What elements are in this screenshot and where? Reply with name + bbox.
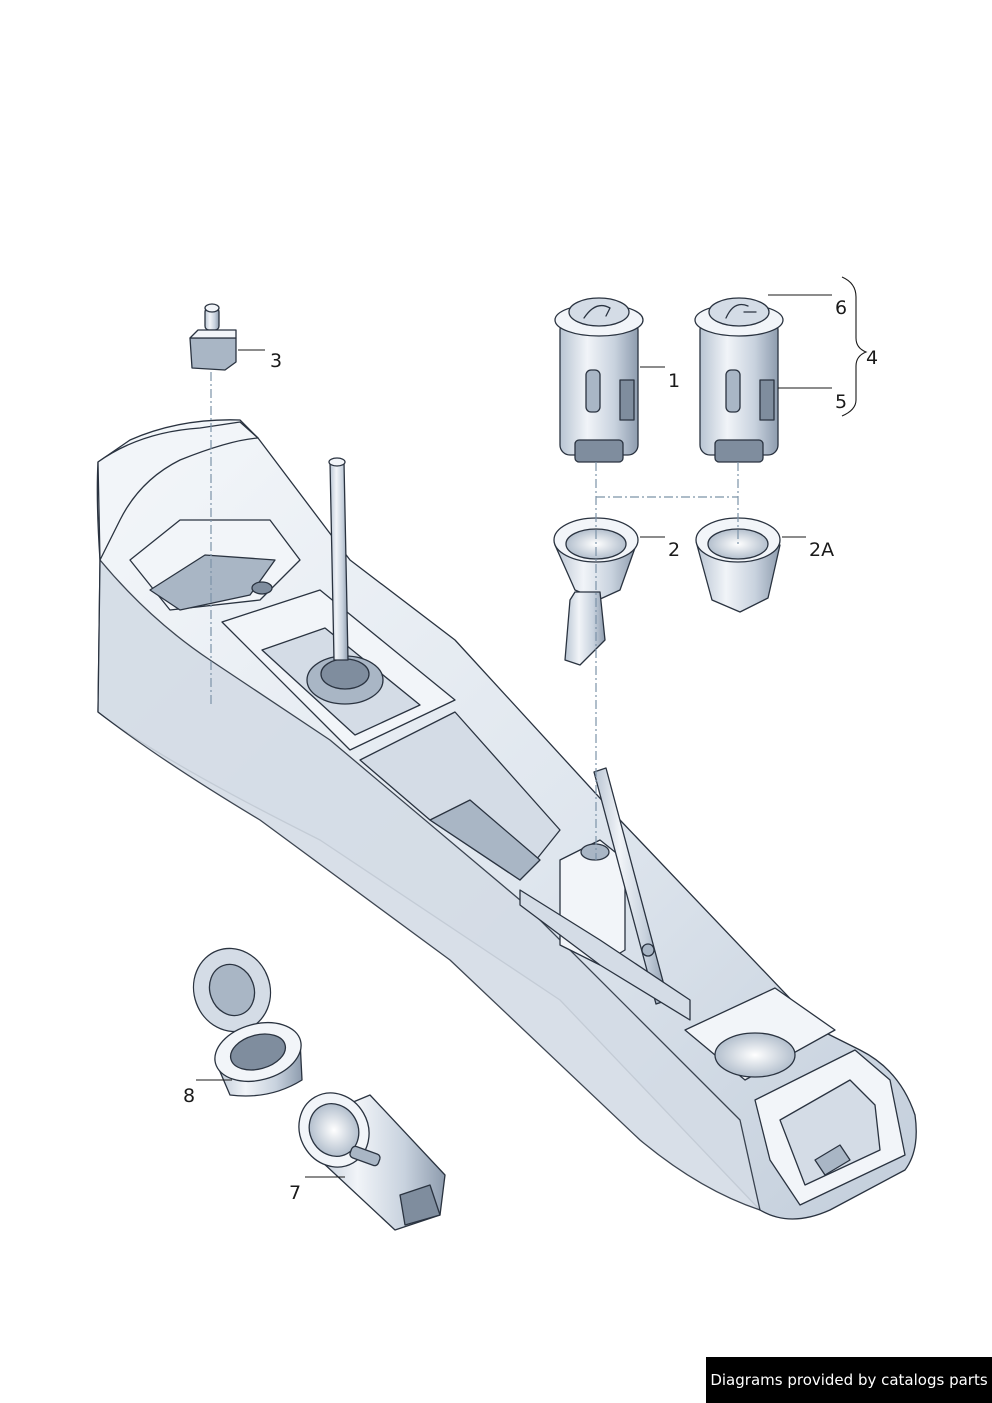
- callout-4: 4: [866, 347, 878, 369]
- callout-5: 5: [835, 391, 847, 413]
- part-3-switch: [189, 303, 237, 371]
- part-4-lighter-assembly: [694, 297, 784, 463]
- credit-text: Diagrams provided by catalogs parts: [710, 1371, 988, 1389]
- callout-2a: 2A: [809, 539, 834, 561]
- callout-labels: 3 1 2 2A 6 4 5 8 7: [183, 297, 878, 1204]
- leader-lines: [196, 276, 868, 1178]
- callout-3: 3: [270, 350, 282, 372]
- credit-banner: Diagrams provided by catalogs parts: [706, 1357, 992, 1403]
- alignment-lines: [210, 372, 739, 860]
- center-console: [96, 419, 917, 1220]
- callout-7: 7: [289, 1182, 301, 1204]
- part-1-lighter: [554, 297, 644, 463]
- part-2-socket: [553, 517, 639, 666]
- brace-4: [841, 276, 868, 417]
- callout-2: 2: [668, 539, 680, 561]
- part-7-socket-housing: [298, 1092, 446, 1231]
- callout-8: 8: [183, 1085, 195, 1107]
- callout-6: 6: [835, 297, 847, 319]
- callout-1: 1: [668, 370, 680, 392]
- part-8-socket-cap: [192, 947, 303, 1097]
- part-2a-socket: [695, 517, 781, 613]
